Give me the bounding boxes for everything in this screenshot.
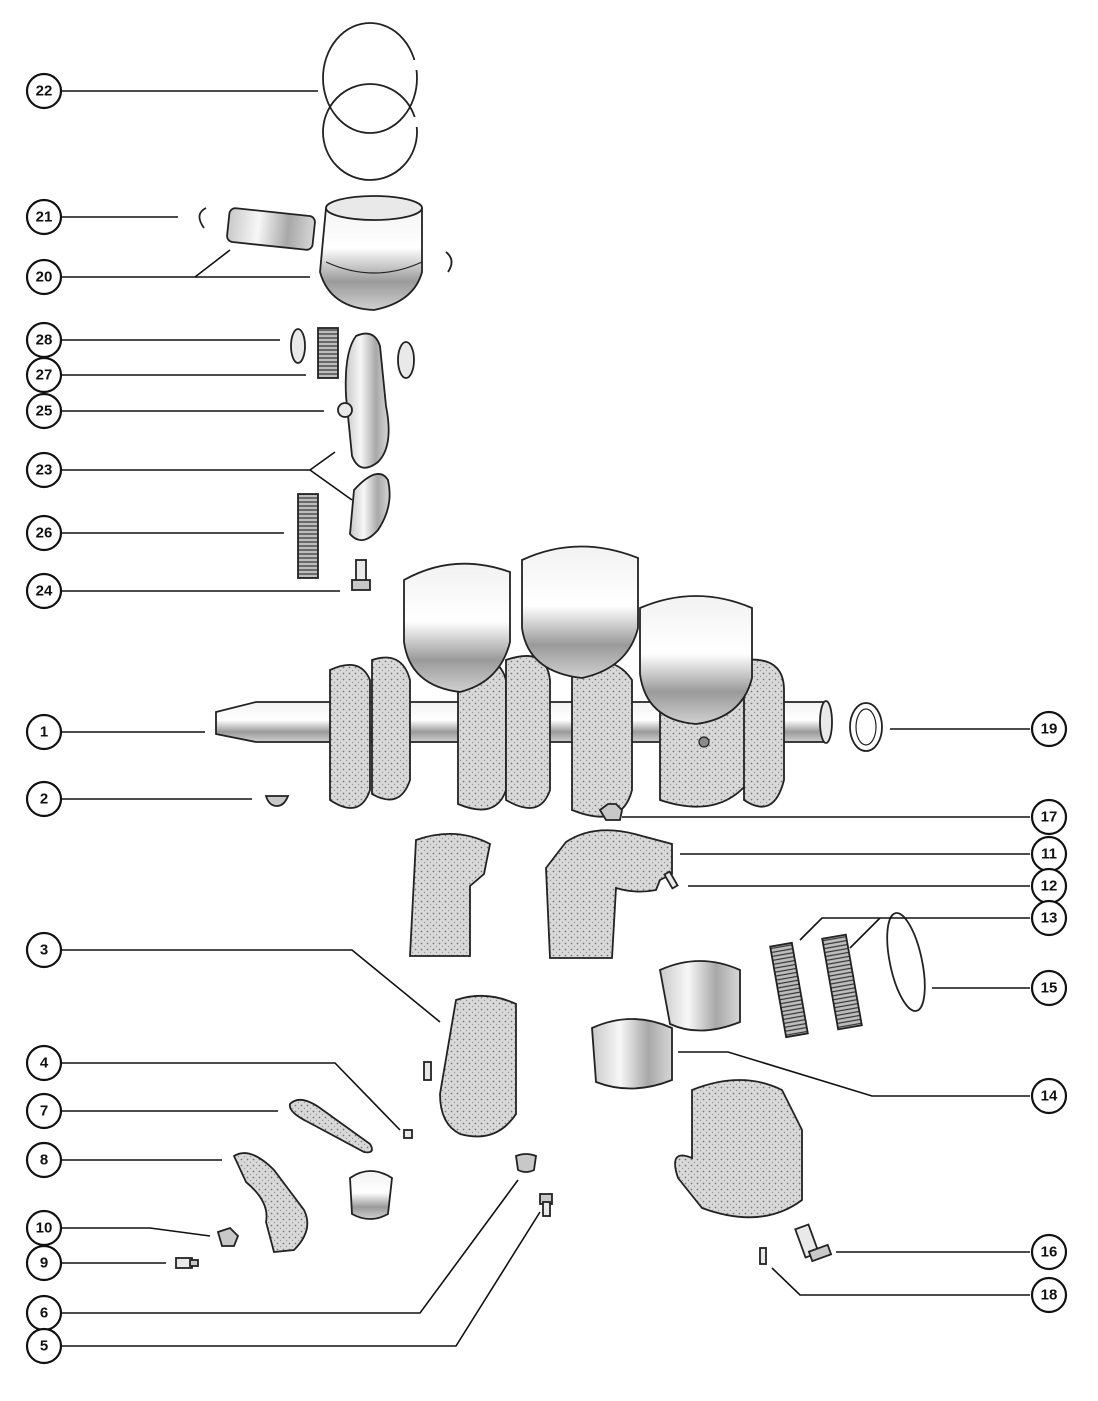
callout-4: 4 (25, 1044, 63, 1082)
callout-18: 18 (1030, 1276, 1068, 1314)
leader-lines (62, 90, 1030, 1347)
crankshaft-assembly-part (215, 545, 833, 818)
callout-15-label: 15 (1041, 980, 1058, 997)
callout-19: 19 (1030, 710, 1068, 748)
main-bearing-block-part (409, 832, 517, 1138)
callout-28-label: 28 (36, 332, 53, 349)
callout-18-label: 18 (1041, 1287, 1058, 1304)
callout-28: 28 (25, 321, 63, 359)
callout-2-label: 2 (40, 791, 48, 808)
lock-washer-part (515, 1153, 537, 1173)
callout-16: 16 (1030, 1233, 1068, 1271)
callout-12: 12 (1030, 867, 1068, 905)
woodruff-key-part (264, 795, 290, 807)
bearing-race-halves-part (591, 960, 741, 1090)
callout-9: 9 (25, 1244, 63, 1282)
callout-14-label: 14 (1041, 1088, 1058, 1105)
callout-25: 25 (25, 392, 63, 430)
bearing-screw-part (539, 1193, 553, 1217)
callout-8: 8 (25, 1141, 63, 1179)
callout-13: 13 (1030, 899, 1068, 937)
callout-1-label: 1 (40, 724, 48, 741)
main-bearing-upper-part (545, 829, 673, 959)
main-bearing-bolt-part (794, 1223, 833, 1263)
callout-1: 1 (25, 713, 63, 751)
needle-bearing-lower-part (297, 493, 319, 579)
parts-artwork (175, 22, 926, 1269)
callout-11: 11 (1030, 835, 1068, 873)
callout-8-label: 8 (40, 1152, 48, 1169)
retainer-cup-part (349, 1170, 393, 1220)
snap-ring-part (886, 912, 926, 1012)
callout-19-label: 19 (1041, 721, 1058, 738)
callout-26: 26 (25, 514, 63, 552)
callout-15: 15 (1030, 969, 1068, 1007)
small-screw-part (175, 1257, 199, 1269)
needle-bearing-upper-part (317, 327, 339, 379)
dowel-pin-lower-part (759, 1247, 767, 1265)
piston-pin-clips-part (198, 207, 453, 273)
callout-23-label: 23 (36, 462, 53, 479)
main-bearing-lower-part (674, 1079, 803, 1219)
callout-9-label: 9 (40, 1255, 48, 1272)
callout-7: 7 (25, 1092, 63, 1130)
piston-rings-part (322, 22, 422, 181)
reed-plate-part (288, 1098, 373, 1154)
callout-17-label: 17 (1041, 809, 1058, 826)
callout-6-label: 6 (40, 1305, 48, 1322)
dowel-pin-upper-part (663, 870, 679, 890)
callout-11-label: 11 (1041, 846, 1057, 863)
callout-10: 10 (25, 1209, 63, 1247)
callout-7-label: 7 (40, 1103, 48, 1120)
callout-24: 24 (25, 572, 63, 610)
callout-24-label: 24 (36, 583, 53, 600)
callout-5: 5 (25, 1327, 63, 1365)
callout-17: 17 (1030, 798, 1068, 836)
callout-3: 3 (25, 931, 63, 969)
small-nut-part (216, 1226, 240, 1247)
callout-27-label: 27 (36, 367, 53, 384)
callout-20-label: 20 (36, 269, 53, 286)
callout-14: 14 (1030, 1077, 1068, 1115)
connecting-rod-part (337, 332, 391, 541)
callout-22: 22 (25, 72, 63, 110)
callout-13-label: 13 (1041, 910, 1058, 927)
thrust-washers-part (290, 328, 415, 379)
callout-26-label: 26 (36, 525, 53, 542)
bracket-part (232, 1152, 309, 1253)
callout-27: 27 (25, 356, 63, 394)
callout-22-label: 22 (36, 83, 53, 100)
callout-5-label: 5 (40, 1338, 48, 1355)
seal-ring-part (849, 702, 883, 752)
callout-6: 6 (25, 1294, 63, 1332)
callout-10-label: 10 (36, 1220, 53, 1237)
dowel-pins-part (403, 1061, 432, 1139)
callout-25-label: 25 (36, 403, 53, 420)
callout-20: 20 (25, 258, 63, 296)
callout-16-label: 16 (1041, 1244, 1058, 1261)
callout-12-label: 12 (1041, 878, 1058, 895)
callout-23: 23 (25, 451, 63, 489)
rod-cap-bolt-part (351, 559, 371, 591)
piston-and-pin-part (226, 195, 423, 311)
nut-part (598, 803, 623, 821)
main-needle-bearing-right-part (821, 933, 863, 1031)
callout-3-label: 3 (40, 942, 48, 959)
callout-21: 21 (25, 198, 63, 236)
callout-4-label: 4 (40, 1055, 49, 1072)
callout-21-label: 21 (36, 209, 53, 226)
callout-2: 2 (25, 780, 63, 818)
main-needle-bearing-left-part (769, 941, 809, 1039)
